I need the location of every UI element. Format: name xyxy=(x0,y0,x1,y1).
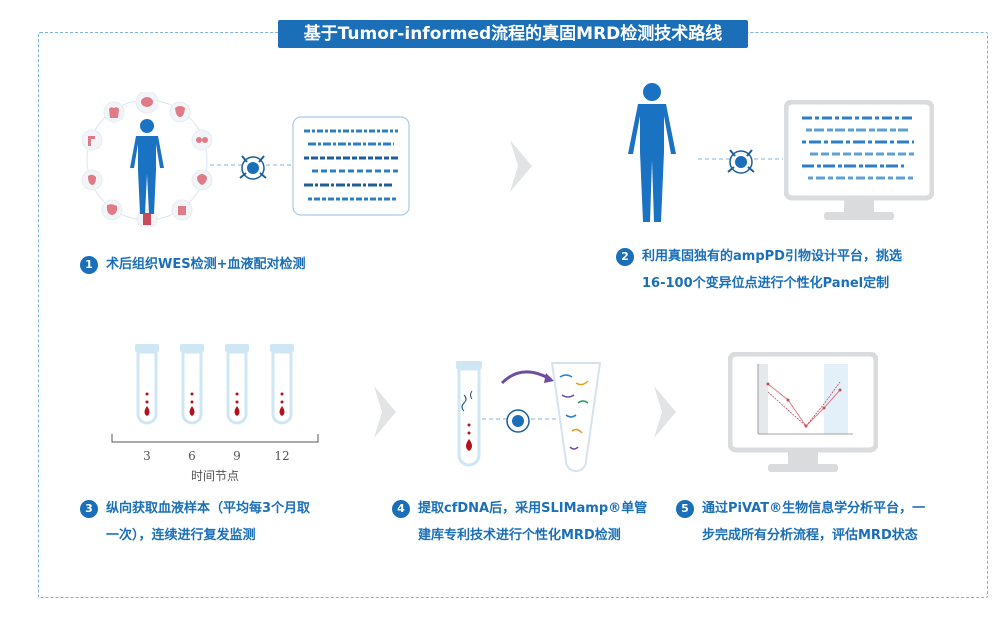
step-5: 5 通过PiVAT®生物信息学分析平台，一 步完成所有分析流程，评估MRD状态 xyxy=(676,496,976,549)
step-5-number: 5 xyxy=(676,500,694,518)
analysis-monitor xyxy=(728,352,878,472)
timeline-tick-3: 9 xyxy=(233,449,241,463)
step-5-text-line1: 通过PiVAT®生物信息学分析平台，一 xyxy=(702,501,926,516)
connector-enzyme-1 xyxy=(210,155,295,180)
cfdna-library-figure xyxy=(456,361,602,472)
step-4: 4 提取cfDNA后，采用SLIMamp®单管 建库专利技术进行个性化MRD检测 xyxy=(392,496,682,549)
connector-enzyme-2 xyxy=(698,149,783,174)
step-3: 3 纵向获取血液样本（平均每3个月取 一次），连续进行复发监测 xyxy=(80,496,380,549)
flow-arrow-3 xyxy=(654,386,676,438)
step-4-number: 4 xyxy=(392,500,410,518)
step-1-number: 1 xyxy=(80,256,98,274)
timeline-tick-2: 6 xyxy=(188,449,196,463)
step-3-text-line2: 一次），连续进行复发监测 xyxy=(106,527,256,543)
human-figure xyxy=(628,83,676,222)
timeline-tick-1: 3 xyxy=(143,449,151,463)
diagram-title: 基于Tumor-informed流程的真固MRD检测技术路线 xyxy=(278,20,748,48)
organ-ring-figure xyxy=(81,92,213,227)
timeline-axis-label: 时间节点 xyxy=(191,469,239,483)
step-5-text-line2: 步完成所有分析流程，评估MRD状态 xyxy=(702,527,918,543)
timeline-tick-4: 12 xyxy=(274,449,289,463)
flow-arrow-2 xyxy=(374,386,396,438)
step-4-text-line1: 提取cfDNA后，采用SLIMamp®单管 xyxy=(418,501,648,516)
step-1: 1 术后组织WES检测+血液配对检测 xyxy=(80,252,410,279)
step-1-text: 术后组织WES检测+血液配对检测 xyxy=(106,257,306,272)
panel-design-monitor xyxy=(784,100,934,220)
step-2: 2 利用真固独有的ampPD引物设计平台，挑选 16-100个变异位点进行个性化P… xyxy=(616,244,956,297)
step-3-text-line1: 纵向获取血液样本（平均每3个月取 xyxy=(106,501,311,516)
step-3-number: 3 xyxy=(80,500,98,518)
blood-sample-timeline: 3 6 9 12 时间节点 xyxy=(111,344,319,483)
step-2-number: 2 xyxy=(616,248,634,266)
flow-arrow-1 xyxy=(510,140,532,192)
step-2-text-line1: 利用真固独有的ampPD引物设计平台，挑选 xyxy=(642,249,902,264)
step-4-text-line2: 建库专利技术进行个性化MRD检测 xyxy=(418,527,621,543)
sequence-reads-panel xyxy=(292,116,410,216)
step-2-text-line2: 16-100个变异位点进行个性化Panel定制 xyxy=(642,275,890,291)
